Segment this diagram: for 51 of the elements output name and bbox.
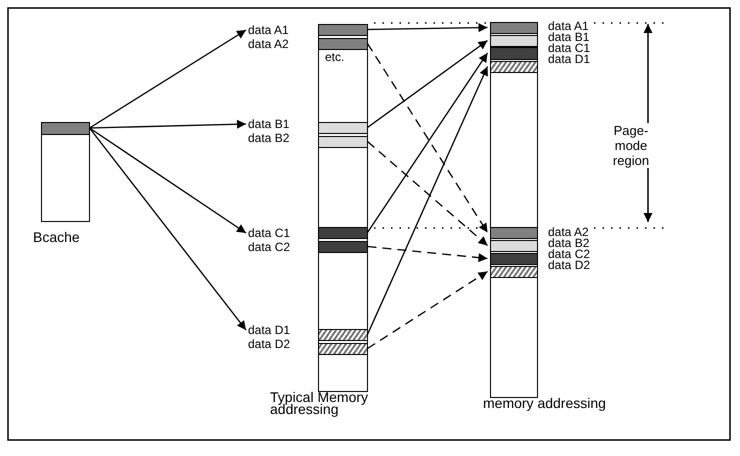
data-label: data C2 <box>548 249 590 260</box>
data-label: data C1 <box>548 43 590 54</box>
memory-block <box>40 122 90 134</box>
memory-block <box>490 34 538 46</box>
memory-block <box>490 240 538 252</box>
memory-block <box>318 122 368 134</box>
arrow <box>367 246 488 262</box>
memory-block <box>318 24 368 36</box>
data-label: data D1 <box>548 54 590 65</box>
memory-column <box>490 22 538 398</box>
memory-block <box>318 38 368 50</box>
memory-block <box>318 328 368 340</box>
column-label: memory addressing <box>483 397 607 409</box>
data-label: data D2 <box>248 338 290 351</box>
memory-block <box>490 252 538 264</box>
arrow <box>89 127 246 234</box>
region-label: Page-mode region <box>612 123 650 168</box>
memory-block <box>490 46 538 60</box>
data-label: data D2 <box>548 260 590 271</box>
data-label: data D1 <box>248 323 310 337</box>
data-label: data C1 <box>248 226 310 240</box>
column-label: Typical Memory addressing <box>270 391 370 415</box>
memory-block <box>490 266 538 278</box>
arrow <box>367 141 488 246</box>
data-label: data A2 <box>548 227 589 238</box>
memory-block <box>318 226 368 238</box>
arrow <box>88 128 247 330</box>
data-label: data B1 <box>548 32 590 43</box>
arrow <box>366 66 488 335</box>
data-label: data B2 <box>248 132 290 145</box>
data-label: data C2 <box>248 241 290 254</box>
data-label: data B2 <box>548 238 590 249</box>
arrow <box>367 270 488 350</box>
memory-block <box>490 60 538 72</box>
memory-block <box>490 22 538 34</box>
memory-column <box>41 122 90 222</box>
data-label: etc. <box>325 51 344 64</box>
data-label: data A1 <box>248 23 310 37</box>
data-label: data A1 <box>548 21 589 32</box>
memory-block <box>318 136 368 148</box>
data-label: data B1 <box>248 117 310 131</box>
memory-block <box>490 226 538 238</box>
arrow <box>367 40 488 128</box>
memory-block <box>318 240 368 252</box>
memory-block <box>318 342 368 354</box>
column-label: Bcache <box>33 231 81 243</box>
memory-column <box>318 24 368 392</box>
arrow <box>89 29 246 129</box>
arrow <box>367 23 488 32</box>
arrow <box>89 120 246 129</box>
data-label: data A2 <box>248 38 289 51</box>
